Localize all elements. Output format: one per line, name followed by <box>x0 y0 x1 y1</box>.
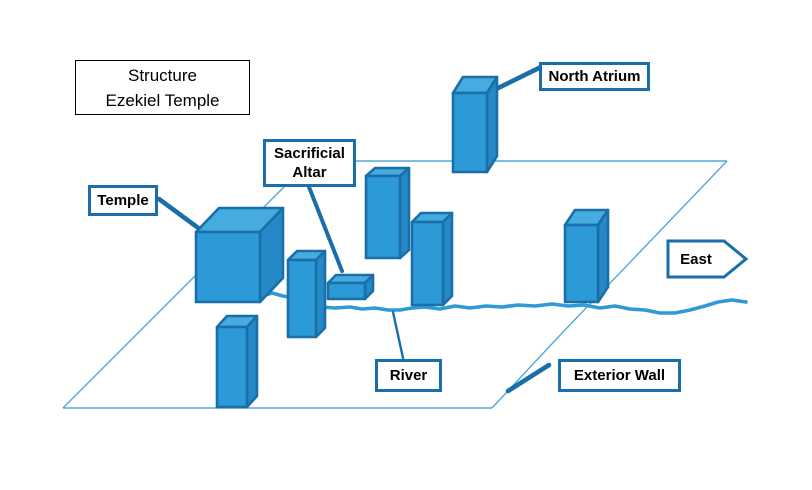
temple-leader-line <box>156 196 204 233</box>
river-line <box>260 291 748 315</box>
north-atrium-pillar <box>451 75 499 174</box>
river-leader-line <box>391 310 405 360</box>
temple-cube <box>194 206 285 304</box>
court-pillar-tall <box>364 166 411 260</box>
north-atrium-leader-line <box>489 64 544 94</box>
label-sacrificial-altar: Sacrificial Altar <box>263 139 356 187</box>
plane-left-edge <box>62 160 311 409</box>
diagram-title: Structure Ezekiel Temple <box>75 60 250 115</box>
label-river: River <box>375 359 442 392</box>
exterior-wall-leader-line <box>505 362 552 394</box>
label-east: East <box>680 250 712 268</box>
east-pillar <box>563 208 610 304</box>
east-arrow-shape <box>666 239 749 279</box>
court-pillar-short <box>286 249 327 339</box>
diagram-title-line1: Structure <box>128 65 197 85</box>
label-sacrificial-altar-line1: Sacrificial <box>274 145 345 162</box>
label-exterior-wall: Exterior Wall <box>558 359 681 392</box>
label-temple: Temple <box>88 185 158 216</box>
sacrificial-altar-block <box>326 273 375 301</box>
court-pillar-mid <box>410 211 454 307</box>
sacrificial-altar-leader-line <box>307 185 344 273</box>
diagram-title-line2: Ezekiel Temple <box>105 90 220 110</box>
label-north-atrium: North Atrium <box>539 62 650 91</box>
south-pillar <box>215 314 259 409</box>
label-sacrificial-altar-line2: Altar <box>292 164 327 181</box>
